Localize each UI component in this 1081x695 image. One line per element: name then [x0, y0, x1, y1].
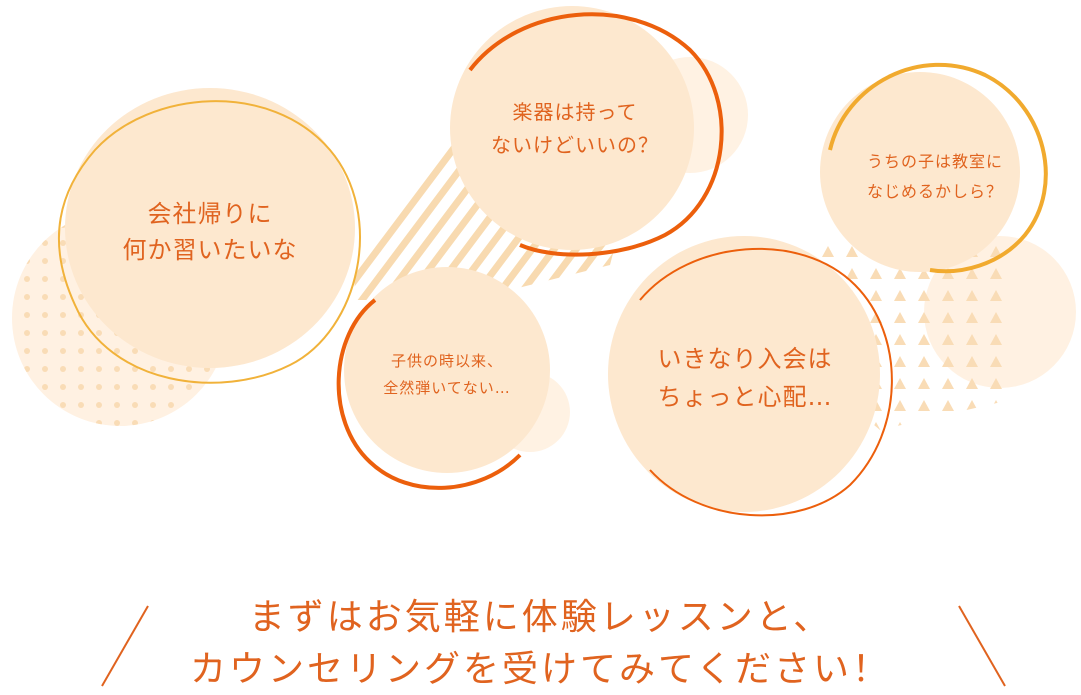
bubble-line: 全然弾いてない…: [383, 379, 511, 397]
bubble-text-company-return: 会社帰りに 何か習いたいな: [85, 196, 335, 268]
message-slash-left: [101, 605, 149, 687]
bubble-sudden-join: [608, 236, 893, 517]
message-line-1: まずはお気軽に体験レッスンと、: [248, 597, 833, 638]
bubble-text-child-classroom: うちの子は教室に なじめるかしら？: [825, 147, 1045, 207]
bubble-line: 何か習いたいな: [122, 236, 298, 264]
bubble-since-childhood: [336, 267, 570, 490]
bubble-line: ちょっと心配…: [657, 383, 833, 411]
bubble-child-classroom: [820, 63, 1048, 274]
bubble-line: 子供の時以来、: [390, 352, 503, 370]
bubble-line: ないけどいいの？: [491, 133, 659, 157]
bubble-line: うちの子は教室に: [866, 152, 1003, 171]
bubble-text-no-instrument: 楽器は持って ないけどいいの？: [455, 96, 695, 162]
bubble-line: なじめるかしら？: [866, 182, 1003, 201]
message-slash-right: [958, 605, 1006, 687]
bubble-text-sudden-join: いきなり入会は ちょっと心配…: [615, 340, 875, 416]
bubble-company-return: [57, 88, 361, 384]
message-line-2: カウンセリングを受けてみてください！: [190, 649, 891, 690]
bubble-no-instrument: [450, 6, 748, 257]
bubble-text-since-childhood: 子供の時以来、 全然弾いてない…: [342, 348, 552, 402]
bubble-line: いきなり入会は: [657, 345, 833, 373]
bubble-line: 会社帰りに: [147, 200, 273, 228]
bubble-line: 楽器は持って: [512, 100, 638, 124]
